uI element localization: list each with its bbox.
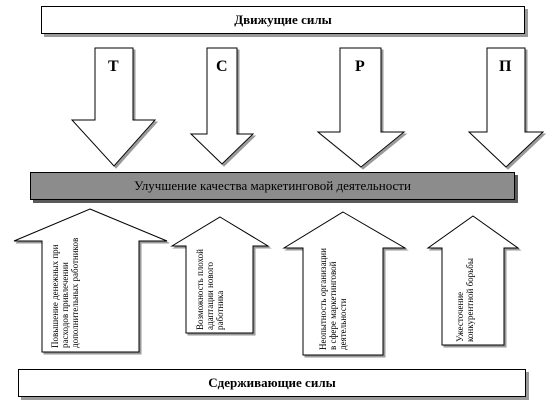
up-arrow-3: [282, 211, 407, 356]
down-arrow-s: [189, 47, 255, 165]
restraining-force-1-text: Повышение денежных при расходов привлече…: [50, 237, 80, 348]
driving-force-r-label: Р: [355, 58, 365, 75]
restraining-forces-title: Сдерживающие силы: [18, 369, 526, 397]
driving-forces-title: Движущие силы: [41, 6, 525, 34]
up-arrow-4: [426, 215, 520, 346]
driving-force-t-label: Т: [108, 58, 119, 75]
up-arrow-2: [170, 216, 270, 334]
goal-title: Улучшение качества маркетинговой деятель…: [30, 172, 515, 200]
driving-force-p-label: П: [499, 58, 512, 75]
driving-force-s-label: С: [216, 58, 228, 75]
restraining-force-4-text: Ужесточение конкурентной борьбы: [455, 258, 475, 342]
restraining-force-2-text: Возможность плохой адаптации нового рабо…: [195, 249, 225, 330]
restraining-force-3-text: Неопытность организации в сфере маркетин…: [318, 248, 348, 350]
down-arrow-r: [316, 47, 406, 168]
down-arrow-p: [467, 47, 545, 168]
down-arrow-t: [70, 47, 157, 167]
up-arrow-1: [13, 208, 168, 353]
